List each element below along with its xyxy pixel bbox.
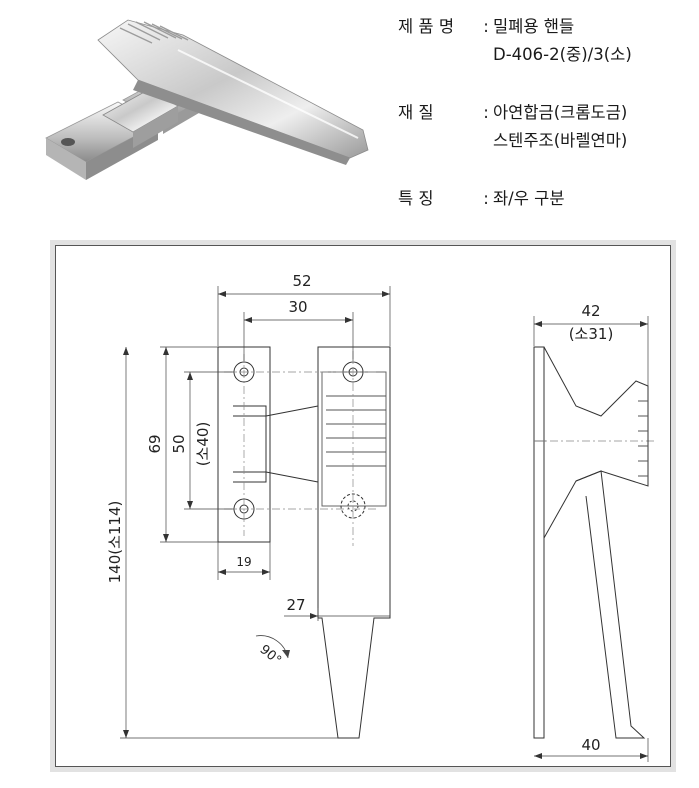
drawing-frame: 52 30 42 (소31) 69 50 (소40) 140(소114) 19 … (50, 240, 676, 772)
drawing-sheet: 52 30 42 (소31) 69 50 (소40) 140(소114) 19 … (55, 245, 671, 767)
spec-row-feature: 특 징 : 좌/우 구분 (398, 186, 565, 212)
spec-value: 아연합금(크롬도금) (493, 103, 628, 122)
dim-42-small: (소31) (569, 325, 614, 343)
hub-outline (233, 405, 267, 483)
side-profile-top (543, 346, 649, 539)
handle-grip-outline (321, 371, 387, 507)
technical-drawing: 52 30 42 (소31) 69 50 (소40) 140(소114) 19 … (106, 272, 656, 762)
dim-27: 27 (286, 596, 305, 614)
dim-40-small: (소40) (194, 422, 212, 467)
hub-neck (265, 405, 319, 483)
handle-photo-illustration (45, 19, 369, 180)
dim-30: 30 (288, 298, 307, 316)
spec-separator: : (483, 189, 489, 208)
spec-separator: : (483, 17, 489, 36)
spec-separator: : (483, 103, 489, 122)
spec-row-material: 재 질 : 아연합금(크롬도금) 스텐주조(바렐연마) (398, 100, 627, 150)
spec-row-product-name: 제 품 명 : 밀폐용 핸들 D-406-2(중)/3(소) (398, 14, 632, 64)
side-plate (533, 346, 545, 739)
spec-table: 제 품 명 : 밀폐용 핸들 D-406-2(중)/3(소) 재 질 : 아연합… (398, 14, 693, 219)
spec-label: 제 품 명 (398, 17, 455, 36)
product-photo (28, 10, 380, 215)
handle-front-outline (317, 346, 391, 739)
dim-42: 42 (581, 302, 600, 320)
spec-label: 재 질 (398, 103, 434, 122)
pivot-hidden (340, 493, 366, 519)
spec-label: 특 징 (398, 189, 434, 208)
dim-50: 50 (170, 434, 188, 453)
dim-40: 40 (581, 736, 600, 754)
dim-140: 140(소114) (106, 501, 124, 584)
spec-value: 좌/우 구분 (493, 189, 565, 208)
dim-rotation: 90° (257, 642, 284, 668)
dim-69: 69 (146, 434, 164, 453)
dim-52: 52 (292, 272, 311, 290)
spec-value: 밀폐용 핸들 (493, 17, 575, 36)
side-lever (575, 470, 646, 739)
dim-19: 19 (236, 555, 251, 569)
spec-value: 스텐주조(바렐연마) (493, 131, 628, 150)
spec-value: D-406-2(중)/3(소) (493, 45, 632, 64)
